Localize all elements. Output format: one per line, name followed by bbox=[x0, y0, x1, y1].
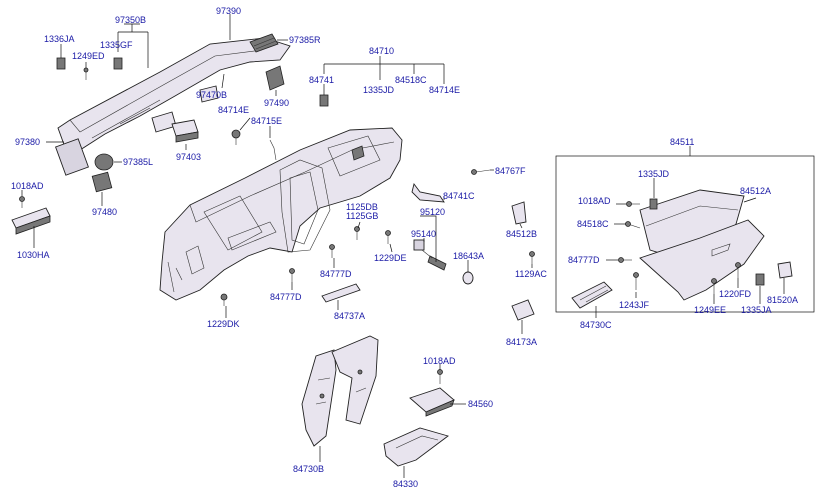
cover-1030ha bbox=[11, 196, 51, 235]
label-84777d-left: 84777D bbox=[270, 292, 302, 302]
label-97390: 97390 bbox=[216, 6, 242, 16]
label-84511: 84511 bbox=[670, 137, 695, 147]
label-18643a: 18643A bbox=[453, 251, 485, 261]
label-81520a: 81520A bbox=[767, 295, 799, 305]
label-84741c: 84741C bbox=[443, 191, 475, 201]
label-95140: 95140 bbox=[411, 229, 437, 239]
label-1229de: 1229DE bbox=[374, 253, 407, 263]
label-1335ja: 1335JA bbox=[741, 305, 772, 315]
label-84714e-top: 84714E bbox=[429, 85, 461, 95]
label-1018ad-low: 1018AD bbox=[423, 356, 456, 366]
leader-lines bbox=[21, 14, 785, 478]
label-84741: 84741 bbox=[309, 75, 335, 85]
label-1249ed: 1249ED bbox=[72, 51, 105, 61]
label-97480: 97480 bbox=[92, 207, 118, 217]
label-84777d-mid: 84777D bbox=[320, 269, 352, 279]
vent-grille-97385r bbox=[249, 33, 279, 53]
vent-grille-97480 bbox=[91, 171, 113, 193]
glovebox-group-frame bbox=[555, 155, 815, 313]
label-1129ac: 1129AC bbox=[515, 269, 547, 279]
label-1249ee: 1249EE bbox=[694, 305, 727, 315]
label-84730b: 84730B bbox=[293, 464, 325, 474]
label-1335gf: 1335GF bbox=[100, 40, 133, 50]
label-1018ad-left: 1018AD bbox=[11, 181, 44, 191]
label-97385l: 97385L bbox=[123, 157, 154, 167]
vent-cover-97403 bbox=[171, 119, 199, 143]
label-84730c: 84730C bbox=[580, 320, 612, 330]
bracket-84730b bbox=[301, 335, 379, 447]
label-1018ad-box: 1018AD bbox=[578, 196, 611, 206]
label-97403: 97403 bbox=[176, 152, 202, 162]
fasteners-mid bbox=[220, 226, 391, 306]
vent-grille-97490 bbox=[265, 65, 285, 91]
label-1125gb: 1125GB bbox=[346, 211, 379, 221]
label-84518c-top: 84518C bbox=[395, 75, 427, 85]
crash-pad-84710 bbox=[159, 127, 403, 301]
glovebox-84512a bbox=[639, 189, 765, 301]
switch-95140 bbox=[413, 239, 447, 271]
label-84714e-mid: 84714E bbox=[218, 105, 250, 115]
label-1229dk: 1229DK bbox=[207, 319, 240, 329]
glovebox-parts bbox=[571, 198, 793, 309]
label-97490: 97490 bbox=[264, 98, 290, 108]
label-1030ha: 1030HA bbox=[17, 250, 50, 260]
vent-grille-97385l bbox=[94, 153, 114, 171]
label-84330: 84330 bbox=[393, 479, 419, 489]
bracket-84737a bbox=[321, 283, 361, 303]
label-84518c-box: 84518C bbox=[577, 219, 609, 229]
label-84777d-box: 84777D bbox=[568, 255, 600, 265]
label-97470b: 97470B bbox=[196, 90, 228, 100]
label-97380: 97380 bbox=[15, 137, 41, 147]
label-84560: 84560 bbox=[468, 399, 494, 409]
bracket-84560 bbox=[409, 369, 455, 417]
screw-84767f bbox=[471, 169, 491, 175]
bolt-84714e bbox=[231, 129, 241, 145]
label-97385r: 97385R bbox=[289, 35, 321, 45]
label-1335jd-box: 1335JD bbox=[638, 169, 670, 179]
label-1125db: 1125DB bbox=[346, 202, 378, 212]
tray-84330 bbox=[383, 427, 449, 467]
wire-84715e bbox=[269, 139, 277, 161]
defroster-duct-97350b bbox=[55, 37, 291, 176]
label-1335jd-top: 1335JD bbox=[363, 85, 395, 95]
label-1336ja: 1336JA bbox=[44, 34, 75, 44]
label-1243jf: 1243JF bbox=[619, 300, 650, 310]
label-84710: 84710 bbox=[369, 46, 395, 56]
label-84715e: 84715E bbox=[251, 116, 283, 126]
bolt-1129ac bbox=[529, 251, 535, 264]
label-97350b: 97350B bbox=[115, 15, 147, 25]
label-84767f: 84767F bbox=[495, 166, 526, 176]
bracket-84512b bbox=[511, 201, 527, 225]
pad-84173a bbox=[511, 299, 535, 321]
label-84512a: 84512A bbox=[740, 186, 772, 196]
bracket-84741c bbox=[411, 182, 445, 203]
label-84737a: 84737A bbox=[334, 311, 366, 321]
bulb-18643a bbox=[462, 271, 474, 285]
label-95120: 95120 bbox=[420, 207, 446, 217]
label-84512b: 84512B bbox=[506, 229, 538, 239]
label-1220fd: 1220FD bbox=[719, 289, 752, 299]
label-84173a: 84173A bbox=[506, 337, 538, 347]
